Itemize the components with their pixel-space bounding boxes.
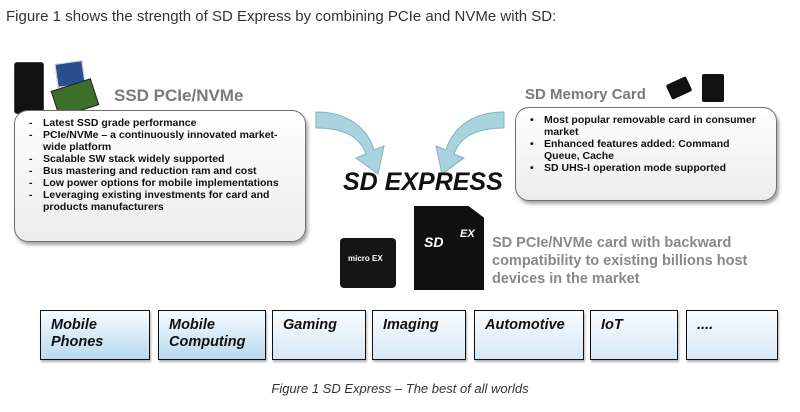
sd-panel-title: SD Memory Card bbox=[525, 86, 646, 103]
segment-mobile-computing: Mobile Computing bbox=[158, 310, 266, 360]
compatibility-text: SD PCIe/NVMe card with backward compatib… bbox=[492, 235, 748, 287]
ssd-panel-title: SSD PCIe/NVMe bbox=[114, 86, 244, 105]
segment-label: .... bbox=[697, 317, 714, 333]
segment-label: Imaging bbox=[383, 317, 439, 333]
left-curved-arrow-icon bbox=[315, 111, 385, 175]
figure-caption: Figure 1 SD Express – The best of all wo… bbox=[271, 381, 529, 396]
sd-feature-item: Enhanced features added: Command Queue, … bbox=[530, 138, 768, 162]
sd-card-tall-image bbox=[702, 74, 724, 102]
sd-express-logo: SD EXPRESS bbox=[343, 168, 503, 196]
segment-gaming: Gaming bbox=[272, 310, 366, 360]
big-card-ex: EX bbox=[460, 228, 475, 240]
sd-feature-item: Most popular removable card in consumer … bbox=[530, 114, 768, 138]
segment-imaging: Imaging bbox=[372, 310, 466, 360]
ssd-feature-item: Leveraging existing investments for card… bbox=[29, 189, 297, 213]
sd-feature-panel: Most popular removable card in consumer … bbox=[515, 107, 777, 201]
segment-label: Mobile Phones bbox=[51, 317, 104, 350]
ssd-feature-item: Latest SSD grade performance bbox=[29, 117, 297, 129]
segment-label: Mobile Computing bbox=[169, 317, 246, 350]
right-curved-arrow-icon bbox=[435, 111, 505, 175]
segment-automotive: Automotive bbox=[474, 310, 584, 360]
intro-text: Figure 1 shows the strength of SD Expres… bbox=[6, 8, 557, 25]
sd-express-card-image: SD EX bbox=[414, 206, 484, 290]
big-card-logo: SD bbox=[424, 234, 444, 250]
segment-mobile-phones: Mobile Phones bbox=[40, 310, 150, 360]
segment-label: Gaming bbox=[283, 317, 337, 333]
microsd-express-card-image: micro EX bbox=[340, 238, 396, 288]
segment-iot: IoT bbox=[590, 310, 678, 360]
ssd-feature-item: Low power options for mobile implementat… bbox=[29, 177, 297, 189]
segment-more: .... bbox=[686, 310, 778, 360]
ssd-feature-item: Scalable SW stack widely supported bbox=[29, 153, 297, 165]
segment-label: Automotive bbox=[485, 317, 565, 333]
ssd-feature-panel: Latest SSD grade performance PCIe/NVMe –… bbox=[14, 110, 306, 242]
micro-card-label: micro EX bbox=[348, 254, 383, 263]
sd-feature-item: SD UHS-I operation mode supported bbox=[530, 162, 768, 174]
ssd-feature-item: PCIe/NVMe – a continuously innovated mar… bbox=[29, 129, 297, 153]
segment-label: IoT bbox=[601, 317, 623, 333]
ssd-feature-item: Bus mastering and reduction ram and cost bbox=[29, 165, 297, 177]
